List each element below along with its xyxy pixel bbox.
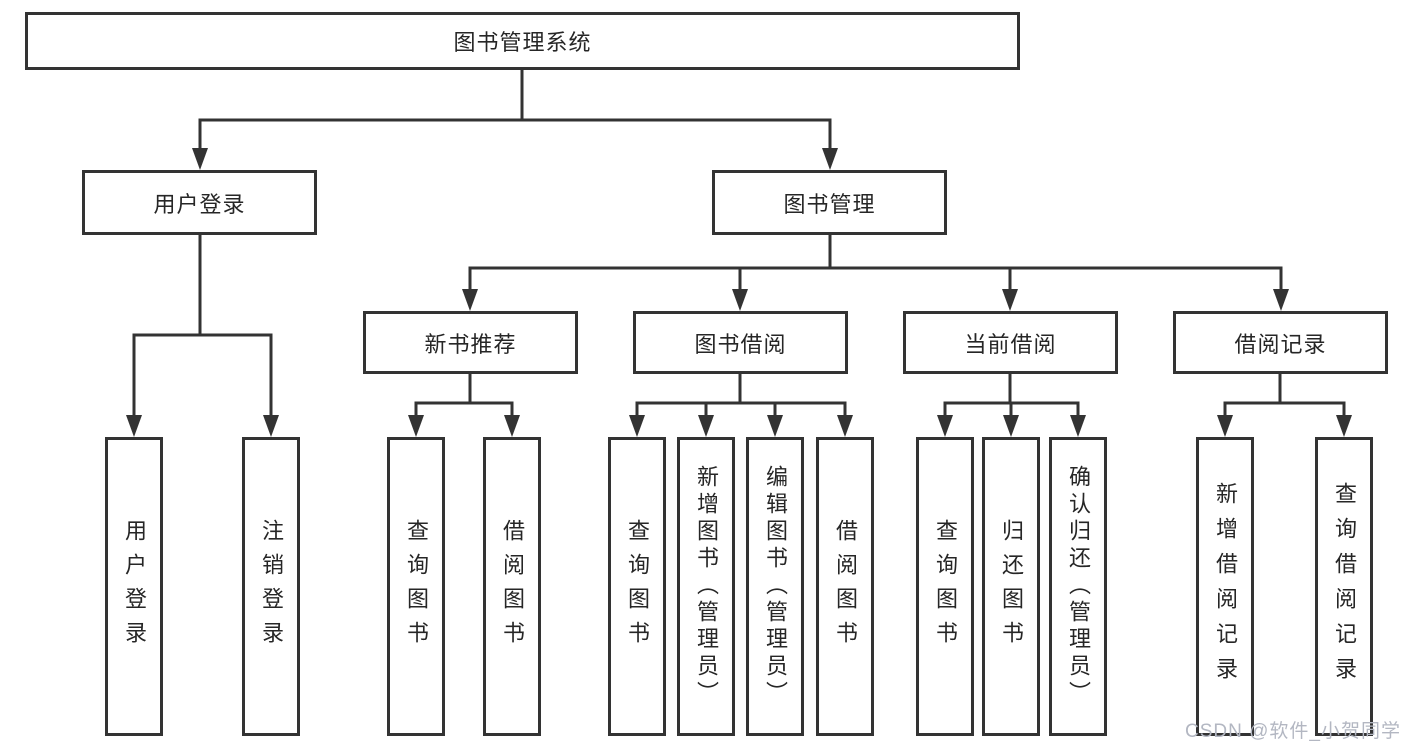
leaf-logout: 注销登录 — [242, 437, 300, 736]
leaf-edit-book-admin-label: 编辑图书（管理员） — [763, 465, 788, 708]
leaf-user-login-label: 用户登录 — [122, 518, 147, 655]
leaf-add-book-admin-label: 新增图书（管理员） — [694, 465, 719, 708]
leaf-search-books-recommend: 查询图书 — [387, 437, 445, 736]
node-book-management-label: 图书管理 — [783, 191, 876, 217]
leaf-add-borrow-record: 新增借阅记录 — [1196, 437, 1254, 736]
node-root-label: 图书管理系统 — [453, 30, 592, 55]
leaf-search-borrow-record: 查询借阅记录 — [1315, 437, 1373, 736]
leaf-search-books-current-label: 查询图书 — [933, 518, 958, 655]
leaf-user-login: 用户登录 — [105, 437, 163, 736]
node-current-borrowing-label: 当前借阅 — [964, 331, 1057, 357]
node-new-book-recommendation: 新书推荐 — [363, 311, 578, 374]
node-book-borrowing: 图书借阅 — [633, 311, 848, 374]
leaf-search-books-current: 查询图书 — [916, 437, 974, 736]
leaf-search-books-recommend-label: 查询图书 — [404, 518, 429, 655]
leaf-borrow-books: 借阅图书 — [816, 437, 874, 736]
node-book-management: 图书管理 — [712, 170, 947, 235]
leaf-confirm-return-admin-label: 确认归还（管理员） — [1066, 465, 1091, 708]
leaf-borrow-books-recommend-label: 借阅图书 — [500, 518, 525, 655]
leaf-borrow-books-label: 借阅图书 — [833, 518, 858, 655]
leaf-confirm-return-admin: 确认归还（管理员） — [1049, 437, 1107, 736]
leaf-logout-label: 注销登录 — [259, 518, 284, 655]
leaf-add-borrow-record-label: 新增借阅记录 — [1213, 481, 1238, 692]
leaf-search-books-borrowing: 查询图书 — [608, 437, 666, 736]
node-new-book-recommendation-label: 新书推荐 — [424, 331, 517, 357]
leaf-search-books-borrowing-label: 查询图书 — [625, 518, 650, 655]
leaf-edit-book-admin: 编辑图书（管理员） — [746, 437, 804, 736]
node-borrowing-records: 借阅记录 — [1173, 311, 1388, 374]
leaf-search-borrow-record-label: 查询借阅记录 — [1332, 481, 1357, 692]
leaf-add-book-admin: 新增图书（管理员） — [677, 437, 735, 736]
leaf-return-books: 归还图书 — [982, 437, 1040, 736]
node-user-login: 用户登录 — [82, 170, 317, 235]
node-book-borrowing-label: 图书借阅 — [694, 331, 787, 357]
node-root-system: 图书管理系统 — [25, 12, 1020, 70]
arrowhead-group — [126, 148, 1352, 437]
node-borrowing-records-label: 借阅记录 — [1234, 331, 1327, 357]
csdn-watermark: CSDN @软件_小贺同学 — [1185, 721, 1401, 742]
node-current-borrowing: 当前借阅 — [903, 311, 1118, 374]
node-user-login-label: 用户登录 — [153, 191, 246, 217]
leaf-borrow-books-recommend: 借阅图书 — [483, 437, 541, 736]
leaf-return-books-label: 归还图书 — [999, 518, 1024, 655]
